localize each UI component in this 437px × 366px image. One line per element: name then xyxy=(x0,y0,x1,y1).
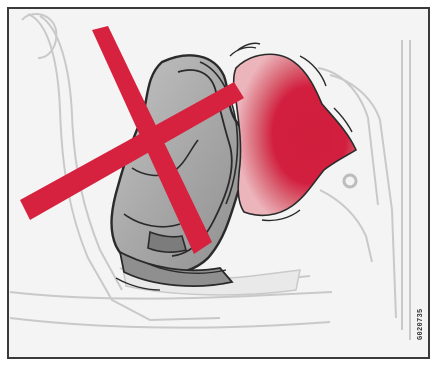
illustration-code: G020735 xyxy=(417,308,425,340)
